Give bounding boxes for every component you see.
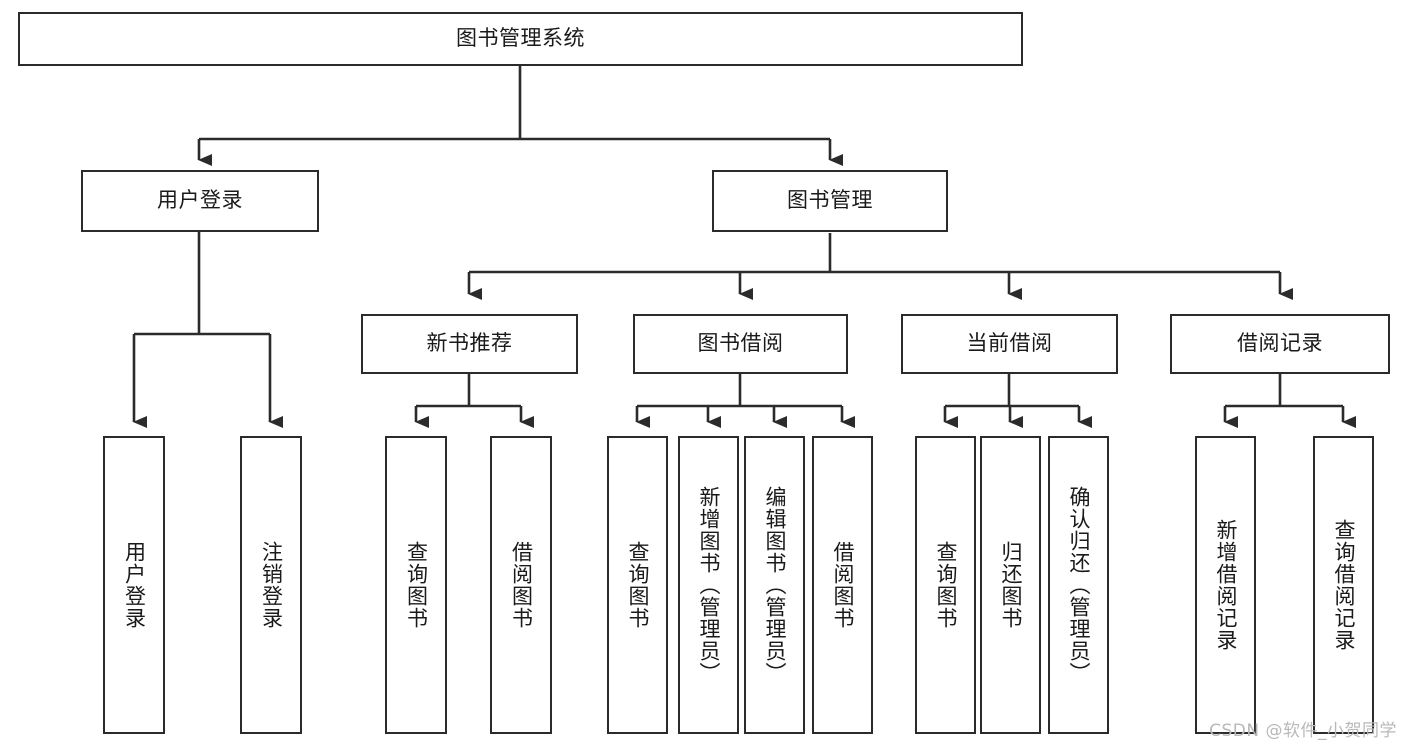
- node-leaf-user-login-label: 用户登录: [122, 541, 147, 629]
- node-user-login-label: 用户登录: [157, 188, 243, 213]
- node-leaf-borrow-book-1[interactable]: 借阅图书: [490, 436, 552, 734]
- node-leaf-confirm-return-label: 确认归还（管理员）: [1066, 486, 1091, 684]
- node-leaf-return-book[interactable]: 归还图书: [980, 436, 1041, 734]
- node-leaf-query-book-2[interactable]: 查询图书: [607, 436, 668, 734]
- node-leaf-add-record[interactable]: 新增借阅记录: [1195, 436, 1256, 734]
- node-leaf-borrow-book-2-label: 借阅图书: [830, 541, 855, 629]
- node-leaf-user-login[interactable]: 用户登录: [103, 436, 165, 734]
- node-leaf-query-book-3[interactable]: 查询图书: [915, 436, 976, 734]
- node-borrow-record[interactable]: 借阅记录: [1170, 314, 1390, 374]
- node-leaf-edit-book[interactable]: 编辑图书（管理员）: [744, 436, 805, 734]
- node-leaf-query-book-3-label: 查询图书: [933, 541, 958, 629]
- node-leaf-add-record-label: 新增借阅记录: [1213, 519, 1238, 651]
- node-leaf-borrow-book-1-label: 借阅图书: [509, 541, 534, 629]
- node-book-manage[interactable]: 图书管理: [712, 170, 948, 232]
- node-leaf-edit-book-label: 编辑图书（管理员）: [762, 486, 787, 684]
- node-leaf-query-record-label: 查询借阅记录: [1331, 519, 1356, 651]
- node-book-borrow[interactable]: 图书借阅: [633, 314, 848, 374]
- node-leaf-logout[interactable]: 注销登录: [240, 436, 302, 734]
- node-root-label: 图书管理系统: [456, 26, 585, 51]
- node-leaf-return-book-label: 归还图书: [998, 541, 1023, 629]
- node-new-book-rec-label: 新书推荐: [426, 331, 513, 356]
- node-leaf-borrow-book-2[interactable]: 借阅图书: [812, 436, 873, 734]
- node-new-book-rec[interactable]: 新书推荐: [361, 314, 578, 374]
- node-current-borrow-label: 当前借阅: [966, 331, 1053, 356]
- node-book-manage-label: 图书管理: [787, 188, 873, 213]
- node-leaf-query-book-1[interactable]: 查询图书: [385, 436, 447, 734]
- node-leaf-logout-label: 注销登录: [259, 541, 284, 629]
- node-borrow-record-label: 借阅记录: [1237, 331, 1323, 356]
- node-leaf-query-book-1-label: 查询图书: [404, 541, 429, 629]
- node-leaf-query-record[interactable]: 查询借阅记录: [1313, 436, 1374, 734]
- node-leaf-add-book-label: 新增图书（管理员）: [696, 486, 721, 684]
- node-leaf-confirm-return[interactable]: 确认归还（管理员）: [1048, 436, 1109, 734]
- node-current-borrow[interactable]: 当前借阅: [901, 314, 1118, 374]
- node-leaf-query-book-2-label: 查询图书: [625, 541, 650, 629]
- node-user-login[interactable]: 用户登录: [81, 170, 319, 232]
- node-leaf-add-book[interactable]: 新增图书（管理员）: [678, 436, 739, 734]
- node-book-borrow-label: 图书借阅: [697, 331, 784, 356]
- node-root[interactable]: 图书管理系统: [18, 12, 1023, 66]
